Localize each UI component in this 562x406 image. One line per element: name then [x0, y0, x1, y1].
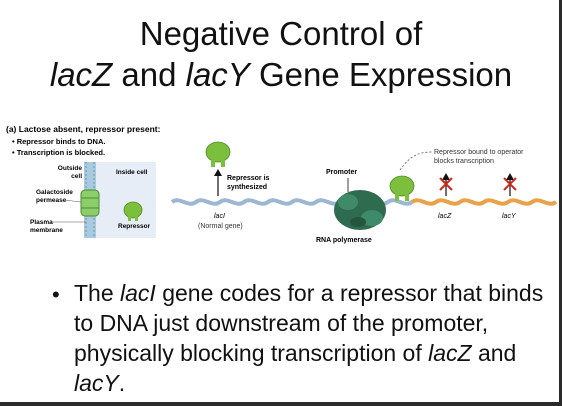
repressor-free	[205, 141, 231, 167]
title-rest: Gene Expression	[258, 56, 513, 93]
rna-polymerase-lobe-1	[338, 194, 358, 210]
plasma-membrane-label-2: membrane	[30, 227, 63, 234]
slide-title-line-1: Negative Control of	[139, 15, 423, 52]
slide-title-line-2: lacZ and lacY Gene Expression	[0, 55, 562, 95]
synthesis-arrowhead	[214, 169, 222, 176]
repressor-bound	[389, 175, 415, 201]
galactoside-permease-protein	[80, 189, 100, 217]
galactoside-permease-label-1: Galactoside	[36, 189, 73, 196]
lacy-gene-label: lacY	[502, 213, 517, 220]
point-transcription-blocked: • Transcription is blocked.	[12, 148, 105, 157]
dna-orange-segment	[410, 198, 558, 206]
outside-cell-label-2: cell	[71, 173, 82, 180]
diagram-svg: (a) Lactose absent, repressor present: •…	[6, 124, 558, 244]
lac-operon-diagram: (a) Lactose absent, repressor present: •…	[0, 118, 562, 268]
operator-callout-line	[399, 151, 433, 171]
repressor-bound-label-1: Repressor bound to operator	[434, 149, 524, 156]
bullet-marker: •	[52, 282, 60, 307]
bullet-gene-lacz: lacZ	[428, 340, 472, 366]
repressor-bound-leg-2	[405, 194, 409, 201]
repressor-free-body	[205, 141, 231, 163]
title-and: and	[121, 56, 177, 93]
inside-cell-area	[96, 162, 156, 238]
lacz-gene-label: lacZ	[438, 213, 452, 220]
repressor-small-body	[123, 201, 143, 219]
repressor-free-leg-1	[211, 160, 215, 167]
repressor-bound-leg-1	[395, 194, 399, 201]
repressor-bound-body	[389, 175, 415, 197]
bullet-part-1: The	[74, 280, 121, 306]
frame-edge-right	[559, 0, 562, 406]
outside-cell-label-1: Outside	[58, 165, 83, 172]
rna-polymerase-lobe-3	[350, 217, 366, 227]
title-gene-lacz: lacZ	[49, 56, 113, 93]
inside-cell-label: Inside cell	[116, 169, 148, 176]
lacz-blocked-mark	[439, 173, 453, 196]
rna-polymerase	[334, 190, 386, 230]
lacz-x-stroke-2	[439, 177, 453, 191]
bullet-part-4: .	[118, 370, 126, 396]
laci-gene-label: lacI	[214, 213, 225, 220]
lacz-arrowhead	[442, 173, 450, 180]
lacy-x-stroke-2	[503, 177, 517, 191]
lacy-arrowhead	[506, 173, 514, 180]
permease-leader-line	[63, 199, 82, 203]
rna-polymerase-lobe-2	[361, 210, 383, 226]
repressor-synthesized-label-1: Repressor is	[227, 175, 270, 182]
normal-gene-label: (Normal gene)	[198, 223, 243, 230]
repressor-in-cell	[123, 201, 143, 221]
repressor-small-leg-2	[135, 216, 138, 221]
lacy-blocked-mark	[503, 173, 517, 196]
bullet-gene-lacy: lacY	[74, 370, 119, 396]
plasma-membrane-label-1: Plasma	[30, 219, 53, 226]
repressor-small-leg-1	[128, 216, 131, 221]
bullet-gene-laci: lacI	[120, 280, 156, 306]
bullet-part-3: and	[471, 340, 517, 366]
bullet-part-2: gene codes for a repressor that binds to…	[74, 280, 544, 366]
repressor-bound-label-2: blocks transcription	[434, 158, 494, 165]
frame-edge-bottom	[0, 402, 562, 406]
point-repressor-binds: • Repressor binds to DNA.	[12, 137, 105, 146]
galactoside-permease-label-2: permease	[36, 197, 67, 204]
panel-heading: (a) Lactose absent, repressor present:	[6, 124, 161, 134]
repressor-label: Repressor	[118, 223, 151, 230]
repressor-free-leg-2	[221, 160, 225, 167]
promoter-label: Promoter	[326, 169, 357, 176]
title-gene-lacy: lacY	[185, 56, 250, 93]
repressor-synthesized-label-2: synthesized	[227, 184, 267, 191]
bullet-text: The lacI gene codes for a repressor that…	[74, 278, 544, 398]
cell-membrane-inset	[80, 162, 156, 238]
rna-polymerase-label: RNA polymerase	[316, 237, 372, 244]
